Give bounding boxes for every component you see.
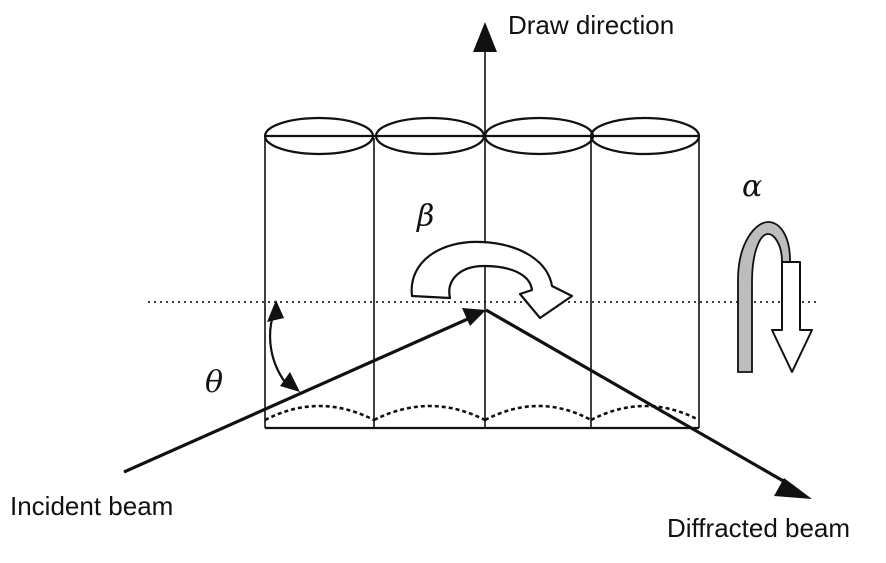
fiber-bundle: [263, 116, 701, 430]
theta-arrowhead-top-icon: [267, 300, 284, 322]
theta-arc: [268, 311, 289, 387]
beta-label: β: [416, 199, 434, 234]
diffracted-beam-label: Diffracted beam: [667, 513, 850, 543]
theta-label: θ: [205, 365, 223, 400]
incident-beam-arrowhead-icon: [462, 308, 486, 326]
incident-beam-label: Incident beam: [10, 491, 173, 521]
fiber-bottom-arc-2: [373, 404, 486, 422]
incident-beam-arrow: [123, 308, 486, 474]
beta-rotation-arrow-icon: [410, 240, 574, 320]
fiber-bottom-arc-1: [264, 404, 375, 422]
alpha-arrow-front-ribbon: [771, 261, 813, 373]
draw-direction-label: Draw direction: [508, 10, 674, 40]
draw-direction-arrowhead-icon: [473, 22, 497, 52]
diffracted-beam-arrow: [485, 308, 812, 499]
alpha-label: α: [742, 169, 762, 204]
draw-direction-axis: [473, 22, 497, 428]
diffracted-beam-arrowhead-icon: [774, 478, 812, 499]
fiber-bottom-arc-4: [590, 404, 700, 422]
diffracted-beam-line: [485, 308, 793, 488]
alpha-rotation-arrow-icon: [737, 221, 813, 373]
fiber-bottom-arc-3: [484, 404, 592, 422]
theta-angle-marker: [267, 300, 300, 392]
theta-arrowhead-bottom-icon: [280, 372, 300, 392]
incident-beam-line: [123, 316, 471, 474]
